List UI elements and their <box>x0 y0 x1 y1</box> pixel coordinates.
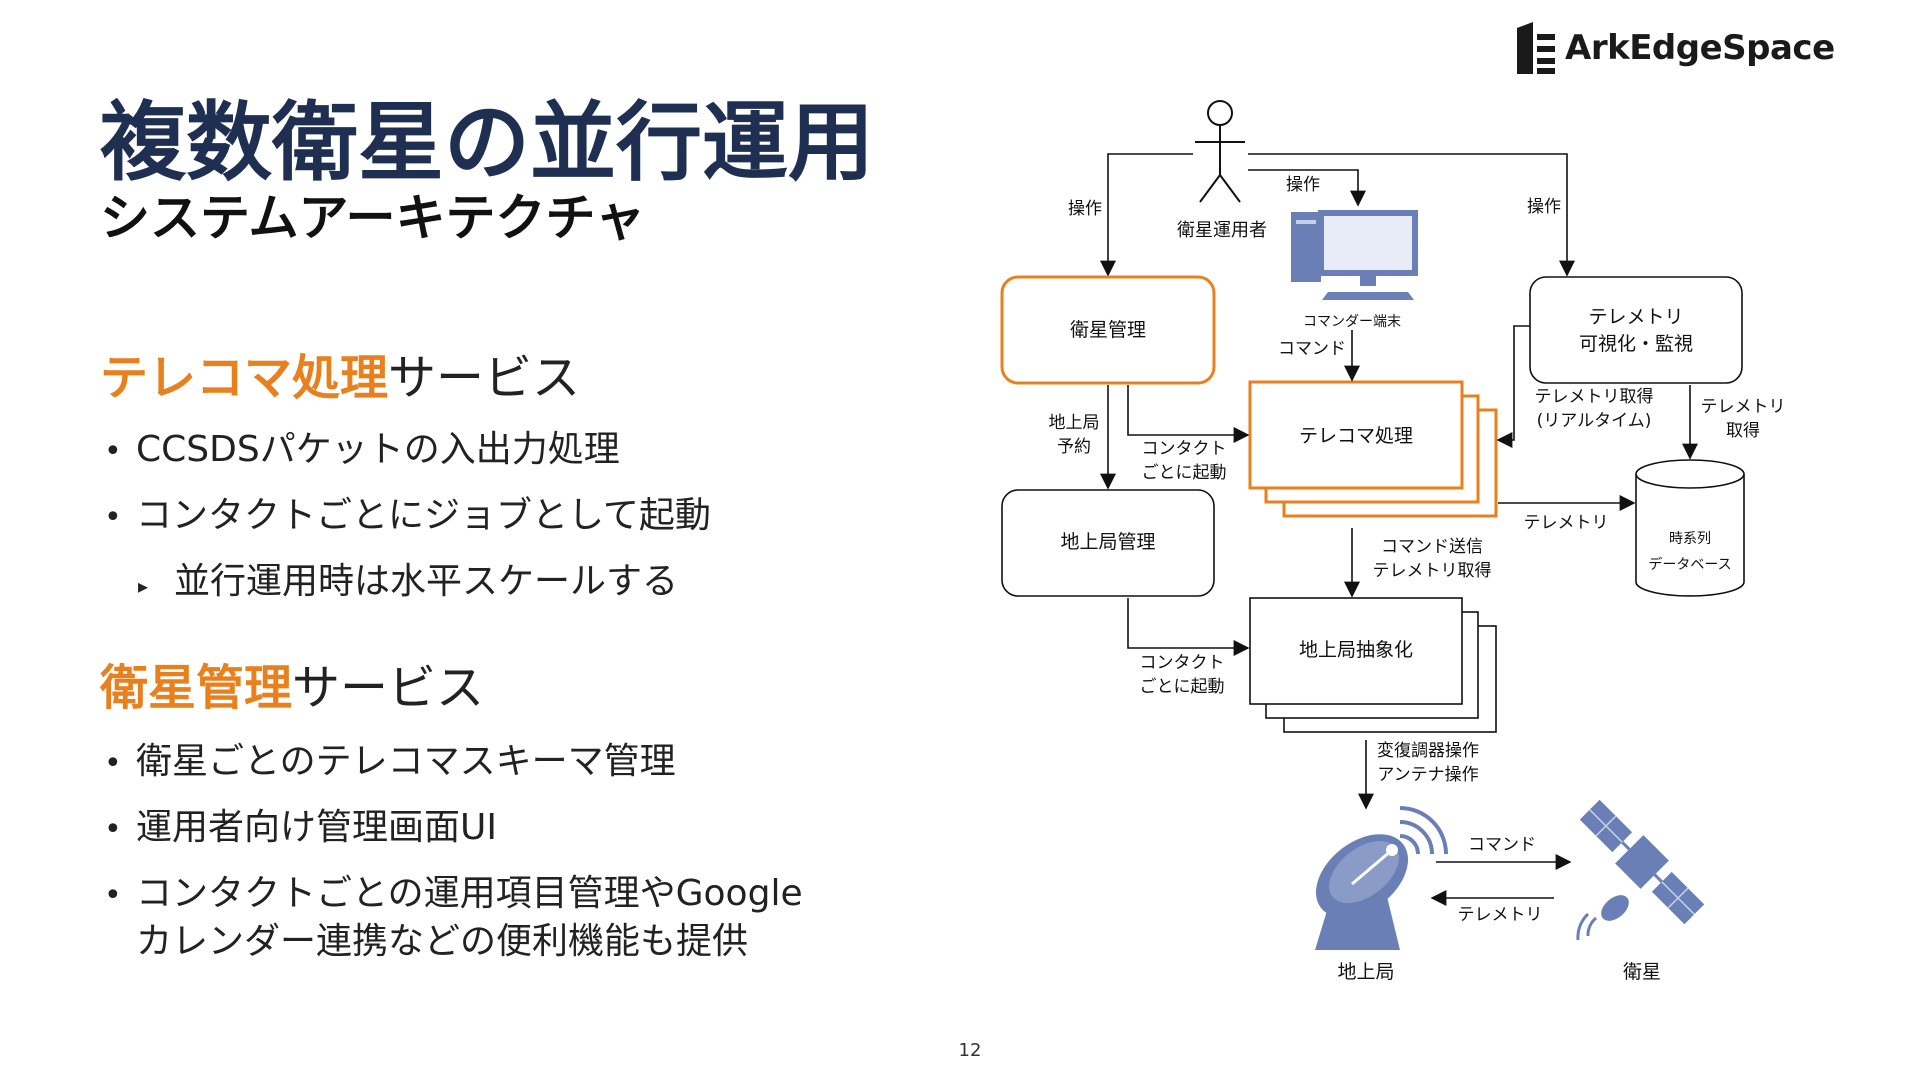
telemetry-view-label-1: テレメトリ <box>1588 306 1683 328</box>
computer-terminal-icon <box>1291 210 1418 300</box>
edge-label-tlm-rt-1: テレメトリ取得 <box>1535 387 1654 407</box>
edge-label-contact-2a: コンタクト <box>1140 653 1225 673</box>
bullet-dot-icon: • <box>104 812 122 847</box>
edge-label-tlm-store: テレメトリ <box>1524 513 1609 533</box>
page-title: 複数衛星の並行運用 <box>100 93 874 193</box>
terminal-label: コマンダー端末 <box>1303 314 1401 330</box>
edge-label-contact-2b: ごとに起動 <box>1140 677 1225 697</box>
telemetry-view-box <box>1529 276 1743 384</box>
bullet-item-continuation: カレンダー連携などの便利機能も提供 <box>104 912 748 964</box>
operator-person-icon <box>1195 100 1245 203</box>
bullet-item: • 運用者向け管理画面UI <box>104 798 497 850</box>
bullet-item: • CCSDSパケットの入出力処理 <box>104 420 620 472</box>
ground-station-label: 地上局 <box>1337 961 1394 983</box>
bullet-item: • コンタクトごとの運用項目管理やGoogle <box>104 864 803 916</box>
sat-mgmt-box <box>1000 275 1216 385</box>
edge-label-contact-1b: ごとに起動 <box>1142 463 1227 483</box>
page-number: 12 <box>958 1040 982 1061</box>
telemetry-view-label-2: 可視化・監視 <box>1579 333 1693 355</box>
database-cylinder-icon <box>1635 459 1745 597</box>
edge-label-tlm-get-1: テレメトリ <box>1701 397 1786 417</box>
edge-label-downlink: テレメトリ <box>1458 905 1543 925</box>
edge-label-cmd-send-2: テレメトリ取得 <box>1373 561 1492 581</box>
bullet-dot-icon: • <box>104 746 122 781</box>
edge-label-tlm-rt-2: (リアルタイム) <box>1537 411 1652 431</box>
bullet-item: • 衛星ごとのテレコマスキーマ管理 <box>104 732 676 784</box>
bullet-dot-icon: • <box>104 878 122 913</box>
bullet-dot-icon: • <box>104 500 122 535</box>
edge-label-op-left: 操作 <box>1068 199 1102 219</box>
section-heading-satmgmt: 衛星管理サービス <box>100 648 484 718</box>
bullet-dot-icon: • <box>104 434 122 469</box>
triangle-bullet-icon: ▸ <box>138 574 149 598</box>
edge-label-command-term: コマンド <box>1278 339 1346 359</box>
gs-mgmt-box <box>1001 489 1215 597</box>
telecom-label: テレコマ処理 <box>1299 425 1413 447</box>
bullet-text: 運用者向け管理画面UI <box>136 807 497 848</box>
edge-label-modem-2: アンテナ操作 <box>1377 765 1478 785</box>
edge-label-gs-reserve-1: 地上局 <box>1049 413 1100 433</box>
section-accent: テレコマ処理 <box>100 350 389 406</box>
bullet-text: CCSDSパケットの入出力処理 <box>136 429 620 470</box>
edge-label-op-right: 操作 <box>1527 197 1561 217</box>
edge-label-modem-1: 変復調器操作 <box>1377 741 1479 761</box>
telecom-box <box>1248 380 1464 490</box>
edge-label-gs-reserve-2: 予約 <box>1057 437 1091 457</box>
brand-name: ArkEdgeSpace <box>1565 28 1835 68</box>
satellite-icon <box>1579 799 1705 925</box>
section-heading-telecom: テレコマ処理サービス <box>100 338 580 408</box>
bullet-text: 並行運用時は水平スケールする <box>174 561 679 602</box>
sat-mgmt-label: 衛星管理 <box>1070 319 1146 341</box>
section-rest: サービス <box>292 660 485 716</box>
edge-label-tlm-get-2: 取得 <box>1726 421 1760 441</box>
brand-logo: ArkEdgeSpace <box>1515 20 1835 76</box>
satellite-dish-icon <box>1315 806 1448 950</box>
bullet-text: カレンダー連携などの便利機能も提供 <box>136 921 749 962</box>
edge-label-contact-1a: コンタクト <box>1142 439 1227 459</box>
bullet-text: コンタクトごとにジョブとして起動 <box>136 495 711 536</box>
section-rest: サービス <box>388 350 581 406</box>
edge-label-cmd-send-1: コマンド送信 <box>1381 537 1483 557</box>
gs-mgmt-label: 地上局管理 <box>1060 531 1155 553</box>
sub-bullet-item: ▸ 並行運用時は水平スケールする <box>138 552 678 604</box>
gs-abstract-box <box>1249 597 1463 705</box>
gs-abstract-label: 地上局抽象化 <box>1299 639 1413 661</box>
bullet-text: コンタクトごとの運用項目管理やGoogle <box>136 873 803 914</box>
satellite-label: 衛星 <box>1623 961 1661 983</box>
section-accent: 衛星管理 <box>100 660 293 716</box>
tsdb-label-2: データベース <box>1648 556 1731 573</box>
bullet-text: 衛星ごとのテレコマスキーマ管理 <box>136 741 676 782</box>
page-subtitle: システムアーキテクチャ <box>100 189 645 247</box>
edge-label-op-mid: 操作 <box>1286 175 1320 195</box>
edge-label-uplink: コマンド <box>1468 835 1536 855</box>
operator-label: 衛星運用者 <box>1177 220 1267 241</box>
bullet-item: • コンタクトごとにジョブとして起動 <box>104 486 711 538</box>
satellite-antenna-icon <box>1576 895 1629 941</box>
ark-logo-icon <box>1517 22 1555 74</box>
tsdb-label-1: 時系列 <box>1669 531 1711 547</box>
